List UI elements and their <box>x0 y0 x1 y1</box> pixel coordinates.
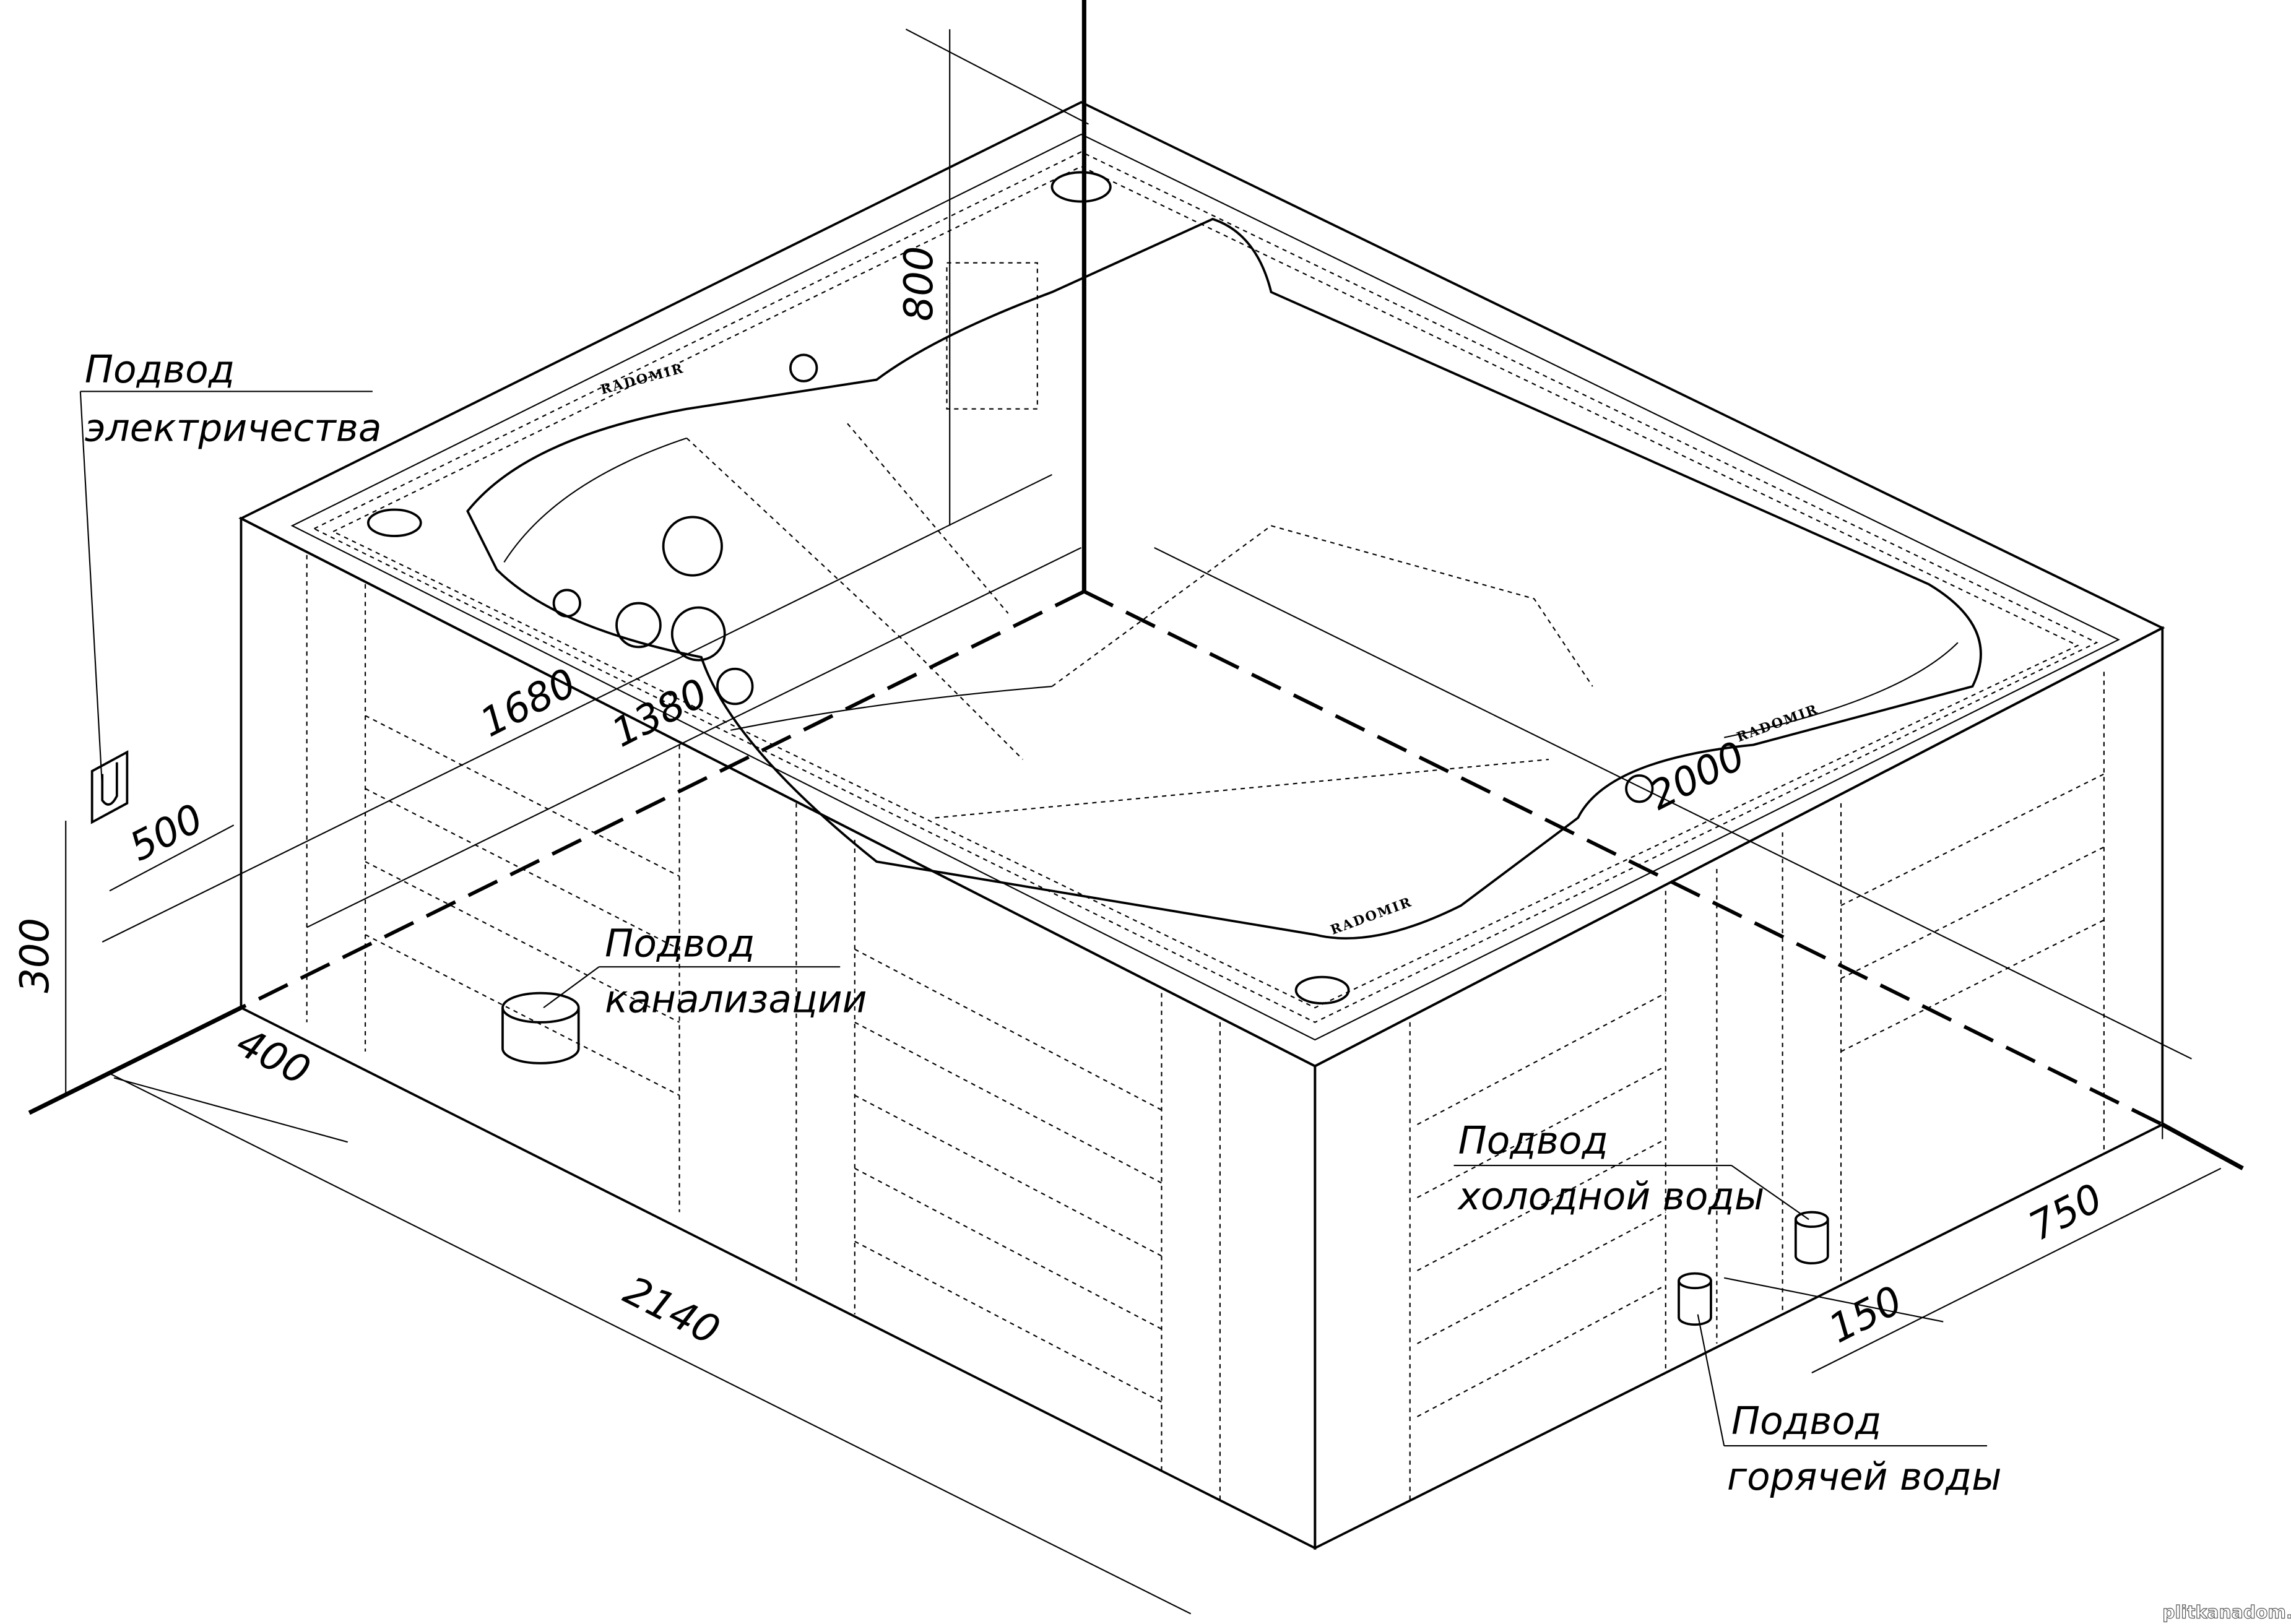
hot-water-pipe-icon <box>1678 1272 1712 1326</box>
drain-label-line1: Подвод <box>605 922 755 966</box>
electric-label-line1: Подвод <box>85 348 235 392</box>
cold-water-pipe-icon <box>1794 1211 1829 1265</box>
leaders <box>79 391 1988 1447</box>
hot-water-label-line1: Подвод <box>1731 1399 1881 1443</box>
dim-300: 300 <box>12 918 58 993</box>
drain-label-line2: канализации <box>605 977 867 1021</box>
axes <box>28 0 2244 1170</box>
dim-2140: 2140 <box>617 1268 727 1354</box>
dim-750: 750 <box>2022 1175 2110 1250</box>
electric-socket-icon <box>90 750 129 824</box>
electric-label-line2: электричества <box>85 407 382 451</box>
dim-500: 500 <box>123 795 210 870</box>
dim-400: 400 <box>229 1019 317 1094</box>
dim-1680: 1680 <box>473 660 583 746</box>
brand-logo: RADOMIR <box>599 361 686 398</box>
drain-pipe-icon <box>501 991 580 1065</box>
dim-1380: 1380 <box>605 670 715 757</box>
dim-2000: 2000 <box>1642 733 1752 819</box>
dimension-lines <box>65 28 2222 1615</box>
dim-800: 800 <box>896 246 942 322</box>
watermark: plitkanadom.ru <box>2162 1602 2291 1623</box>
hot-water-label-line2: горячей воды <box>1727 1455 2002 1499</box>
brand-logo: RADOMIR <box>1328 894 1414 938</box>
cold-water-label-line2: холодной воды <box>1457 1175 1765 1219</box>
cold-water-label-line1: Подвод <box>1458 1119 1608 1163</box>
